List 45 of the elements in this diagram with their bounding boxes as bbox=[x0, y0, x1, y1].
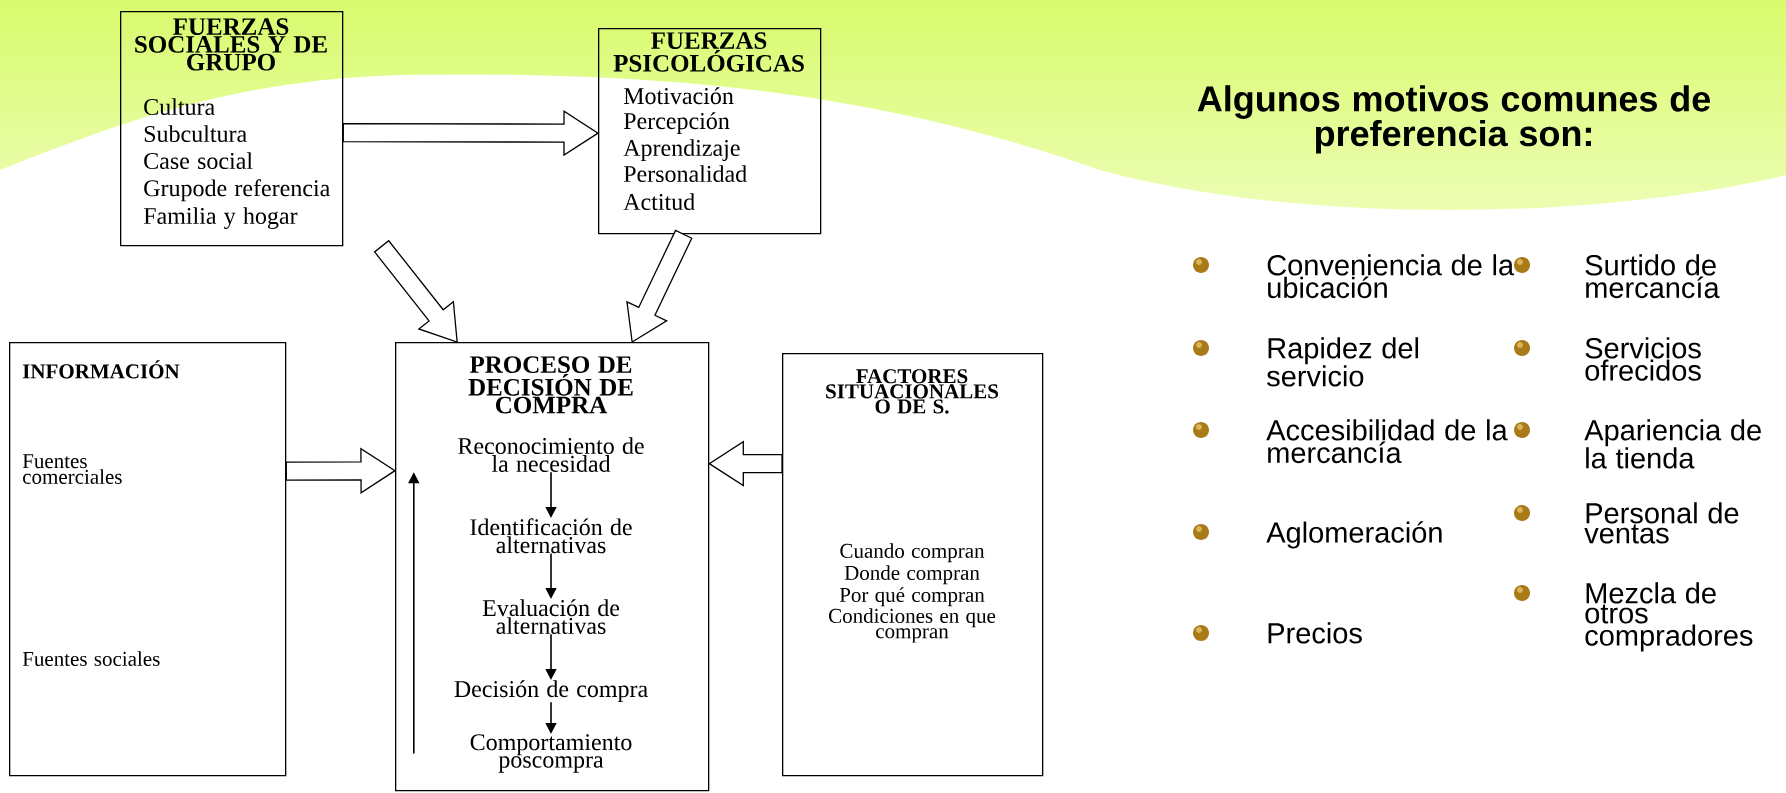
box-item: Fuentes comerciales bbox=[22, 454, 122, 484]
list-item: Rapidez del servicio bbox=[1267, 337, 1419, 387]
list-item: Apariencia de la tienda bbox=[1584, 419, 1761, 469]
list-item: Mezcla de otros compradores bbox=[1585, 582, 1753, 652]
block-arrow bbox=[342, 109, 600, 157]
box-item: Fuentes sociales bbox=[22, 651, 160, 666]
list-item: Precios bbox=[1268, 622, 1362, 644]
box-item: Aprendizaje bbox=[623, 139, 740, 161]
process-step: Identificación de alternativas bbox=[470, 518, 632, 554]
box-item: Personalidad bbox=[623, 165, 747, 183]
block-arrow bbox=[285, 447, 397, 494]
box-item: Percepción bbox=[623, 112, 730, 134]
list-item: Accesibilidad de la mercancía bbox=[1266, 419, 1508, 464]
process-step: Reconocimiento de la necesidad bbox=[458, 437, 644, 472]
box-item: Subcultura bbox=[144, 125, 247, 143]
box-item: Actitud bbox=[623, 193, 695, 211]
list-item: Surtido de mercancía bbox=[1585, 254, 1720, 299]
box-heading: FACTORES SITUACIONALES O DE S. bbox=[826, 369, 999, 414]
box-item: Grupode referencia bbox=[144, 179, 330, 202]
box-item: Case social bbox=[144, 152, 253, 170]
list-item: Aglomeración bbox=[1266, 521, 1442, 549]
box-item: Cuando compran bbox=[840, 543, 985, 563]
list-item: Conveniencia de la ubicación bbox=[1267, 254, 1515, 299]
block-arrow bbox=[626, 229, 693, 344]
list-item: Servicios ofrecidos bbox=[1585, 337, 1701, 381]
text-box bbox=[120, 11, 344, 247]
text-box bbox=[9, 342, 287, 777]
box-item: Por qué compran bbox=[839, 587, 985, 607]
box-item: Familia y hogar bbox=[143, 207, 298, 230]
process-step: Comportamiento poscompra bbox=[470, 734, 632, 773]
heading: Algunos motivos comunes de preferencia son: bbox=[1197, 85, 1711, 154]
box-item: Cultura bbox=[144, 98, 215, 116]
process-step: Decisión de compra bbox=[454, 680, 648, 702]
box-item: Condiciones en que compran bbox=[829, 608, 996, 643]
text-box bbox=[598, 28, 822, 235]
box-heading: FUERZAS PSICOLÓGICAS bbox=[613, 32, 804, 72]
box-item: Donde compran bbox=[844, 565, 980, 585]
list-item: Personal de ventas bbox=[1584, 502, 1739, 544]
text-box bbox=[782, 353, 1044, 777]
box-heading: INFORMACIÓN bbox=[22, 360, 180, 379]
block-arrow bbox=[708, 440, 783, 487]
box-heading: FUERZAS SOCIALES Y DE GRUPO bbox=[135, 18, 327, 71]
box-item: Motivación bbox=[623, 87, 734, 105]
box-heading: PROCESO DE DECISIÓN DE COMPRA bbox=[468, 356, 633, 414]
process-step: Evaluación de alternativas bbox=[482, 599, 620, 634]
